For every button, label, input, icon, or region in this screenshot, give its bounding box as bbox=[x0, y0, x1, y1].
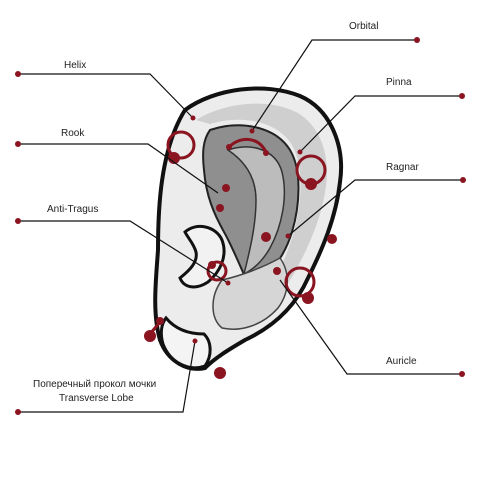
label-auricle: Auricle bbox=[386, 356, 417, 367]
helix-ball bbox=[168, 152, 180, 164]
helix-ring bbox=[166, 130, 196, 160]
anti-tragus-ball bbox=[208, 261, 216, 269]
labels: Helix Rook Anti-Tragus Поперечный прокол… bbox=[33, 21, 419, 404]
jewelry-balls bbox=[144, 144, 337, 379]
concha-bowl bbox=[212, 257, 288, 330]
pinna-ball bbox=[305, 178, 317, 190]
ragnar-ball-right bbox=[327, 234, 337, 244]
rook-leader bbox=[18, 143, 219, 194]
transverse-lobe-leader bbox=[18, 340, 196, 413]
label-helix: Helix bbox=[64, 60, 86, 71]
label-transverse-lobe-en: Transverse Lobe bbox=[59, 393, 134, 404]
label-pinna: Pinna bbox=[386, 77, 412, 88]
lobe-ball-bottom bbox=[144, 330, 156, 342]
rook-ball-upper bbox=[222, 184, 230, 192]
lower-stud bbox=[214, 367, 226, 379]
ragnar-ball-left bbox=[261, 232, 271, 242]
ragnar-leader bbox=[287, 179, 463, 237]
label-ragnar: Ragnar bbox=[386, 162, 419, 173]
helix-target-dot bbox=[190, 115, 196, 121]
pinna-leader bbox=[299, 95, 462, 153]
helix-end-dot bbox=[15, 71, 21, 77]
label-orbital: Orbital bbox=[349, 21, 378, 32]
rook-ball-lower bbox=[216, 204, 224, 212]
transverse-lobe-end-dot bbox=[15, 409, 21, 415]
ragnar-end-dot bbox=[460, 177, 466, 183]
leaders-right bbox=[249, 37, 466, 377]
rook-end-dot bbox=[15, 141, 21, 147]
orbital-ball-left bbox=[226, 144, 232, 150]
antihelix bbox=[226, 146, 286, 276]
orbital-end-dot bbox=[414, 37, 420, 43]
tragus bbox=[178, 224, 226, 289]
anti-tragus-leader bbox=[18, 220, 229, 284]
pinna-end-dot bbox=[459, 93, 465, 99]
label-rook: Rook bbox=[61, 128, 85, 139]
auricle-leader bbox=[279, 279, 462, 375]
anti-tragus-target-dot bbox=[225, 280, 231, 286]
pinna-target-dot bbox=[297, 149, 303, 155]
auricle-ring bbox=[284, 266, 316, 298]
anti-tragus-end-dot bbox=[15, 218, 21, 224]
transverse-lobe-target-dot bbox=[192, 338, 198, 344]
earlobe bbox=[159, 315, 212, 370]
orbital-leader bbox=[251, 39, 417, 132]
orbital-ball-right bbox=[263, 150, 269, 156]
label-transverse-lobe-ru: Поперечный прокол мочки bbox=[33, 379, 156, 390]
auricle-end-dot bbox=[459, 371, 465, 377]
inner-stud bbox=[273, 267, 281, 275]
ragnar-target-dot bbox=[285, 233, 291, 239]
ear-illustration bbox=[153, 86, 343, 371]
leaders-left bbox=[15, 71, 231, 415]
helix-leader bbox=[18, 73, 194, 119]
helix-rim bbox=[196, 103, 327, 314]
lobe-ball-top bbox=[156, 317, 164, 325]
auricle-ball bbox=[302, 292, 314, 304]
label-anti-tragus: Anti-Tragus bbox=[47, 204, 98, 215]
orbital-target-dot bbox=[249, 128, 255, 134]
